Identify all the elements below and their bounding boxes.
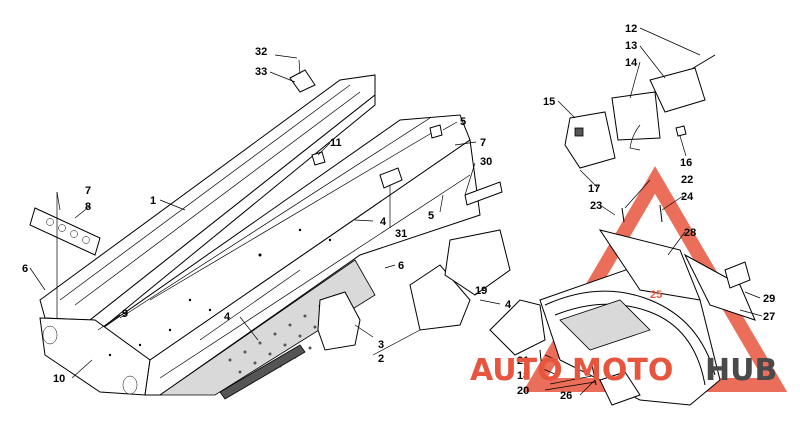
callout-24: 24 <box>681 191 694 203</box>
bracket-3 <box>317 291 361 351</box>
callout-16: 16 <box>680 157 692 169</box>
callout-31: 31 <box>395 228 407 240</box>
callout-18: 18 <box>517 370 529 382</box>
deflector-2 <box>409 229 511 331</box>
rear-bumper <box>489 204 756 406</box>
decal-30 <box>464 181 503 206</box>
callout-5a: 5 <box>428 210 434 222</box>
front-bracket <box>29 207 101 256</box>
callout-29: 29 <box>763 293 775 305</box>
callout-28: 28 <box>684 227 696 239</box>
callout-21: 21 <box>517 355 529 367</box>
watermark-text: AUTO MOTO HUB <box>470 353 777 388</box>
callout-26: 26 <box>560 390 572 402</box>
fastener-parts <box>289 59 443 189</box>
callout-22: 22 <box>681 174 693 186</box>
callout-1: 1 <box>150 195 156 207</box>
callout-4b: 4 <box>380 216 387 228</box>
taillight-assembly <box>564 54 716 169</box>
callout-23: 23 <box>590 200 602 212</box>
callout-6b: 6 <box>398 260 404 272</box>
callout-14: 14 <box>625 57 638 69</box>
callout-7a: 7 <box>85 185 91 197</box>
tunnel-frame <box>39 74 481 396</box>
callout-20: 20 <box>517 385 529 397</box>
callout-4c: 4 <box>505 299 512 311</box>
callout-17: 17 <box>588 183 600 195</box>
watermark-hub: HUB <box>705 353 777 388</box>
callout-27: 27 <box>763 311 775 323</box>
callout-30: 30 <box>480 156 492 168</box>
watermark-moto: MOTO <box>572 353 673 388</box>
callout-9: 9 <box>122 308 128 320</box>
callout-4a: 4 <box>224 311 231 323</box>
callout-12: 12 <box>625 23 637 35</box>
callout-13: 13 <box>625 40 637 52</box>
callout-labels: 32 33 1 11 7 8 6 9 10 4 4 6 3 2 31 5 5 7… <box>22 23 775 402</box>
callout-3: 3 <box>378 339 384 351</box>
callout-19: 19 <box>475 285 487 297</box>
callout-6a: 6 <box>22 263 28 275</box>
leader-lines <box>29 27 763 396</box>
callout-2: 2 <box>378 353 384 365</box>
callout-25: 25 <box>650 289 662 301</box>
callout-32: 32 <box>255 46 267 58</box>
callout-8: 8 <box>85 201 91 213</box>
callout-33: 33 <box>255 66 267 78</box>
callout-10: 10 <box>53 373 65 385</box>
watermark-auto: AUTO <box>470 353 563 388</box>
callout-7b: 7 <box>480 137 486 149</box>
callout-15: 15 <box>543 96 555 108</box>
callout-11: 11 <box>330 137 342 149</box>
callout-5b: 5 <box>460 116 466 128</box>
rivets <box>108 228 332 357</box>
